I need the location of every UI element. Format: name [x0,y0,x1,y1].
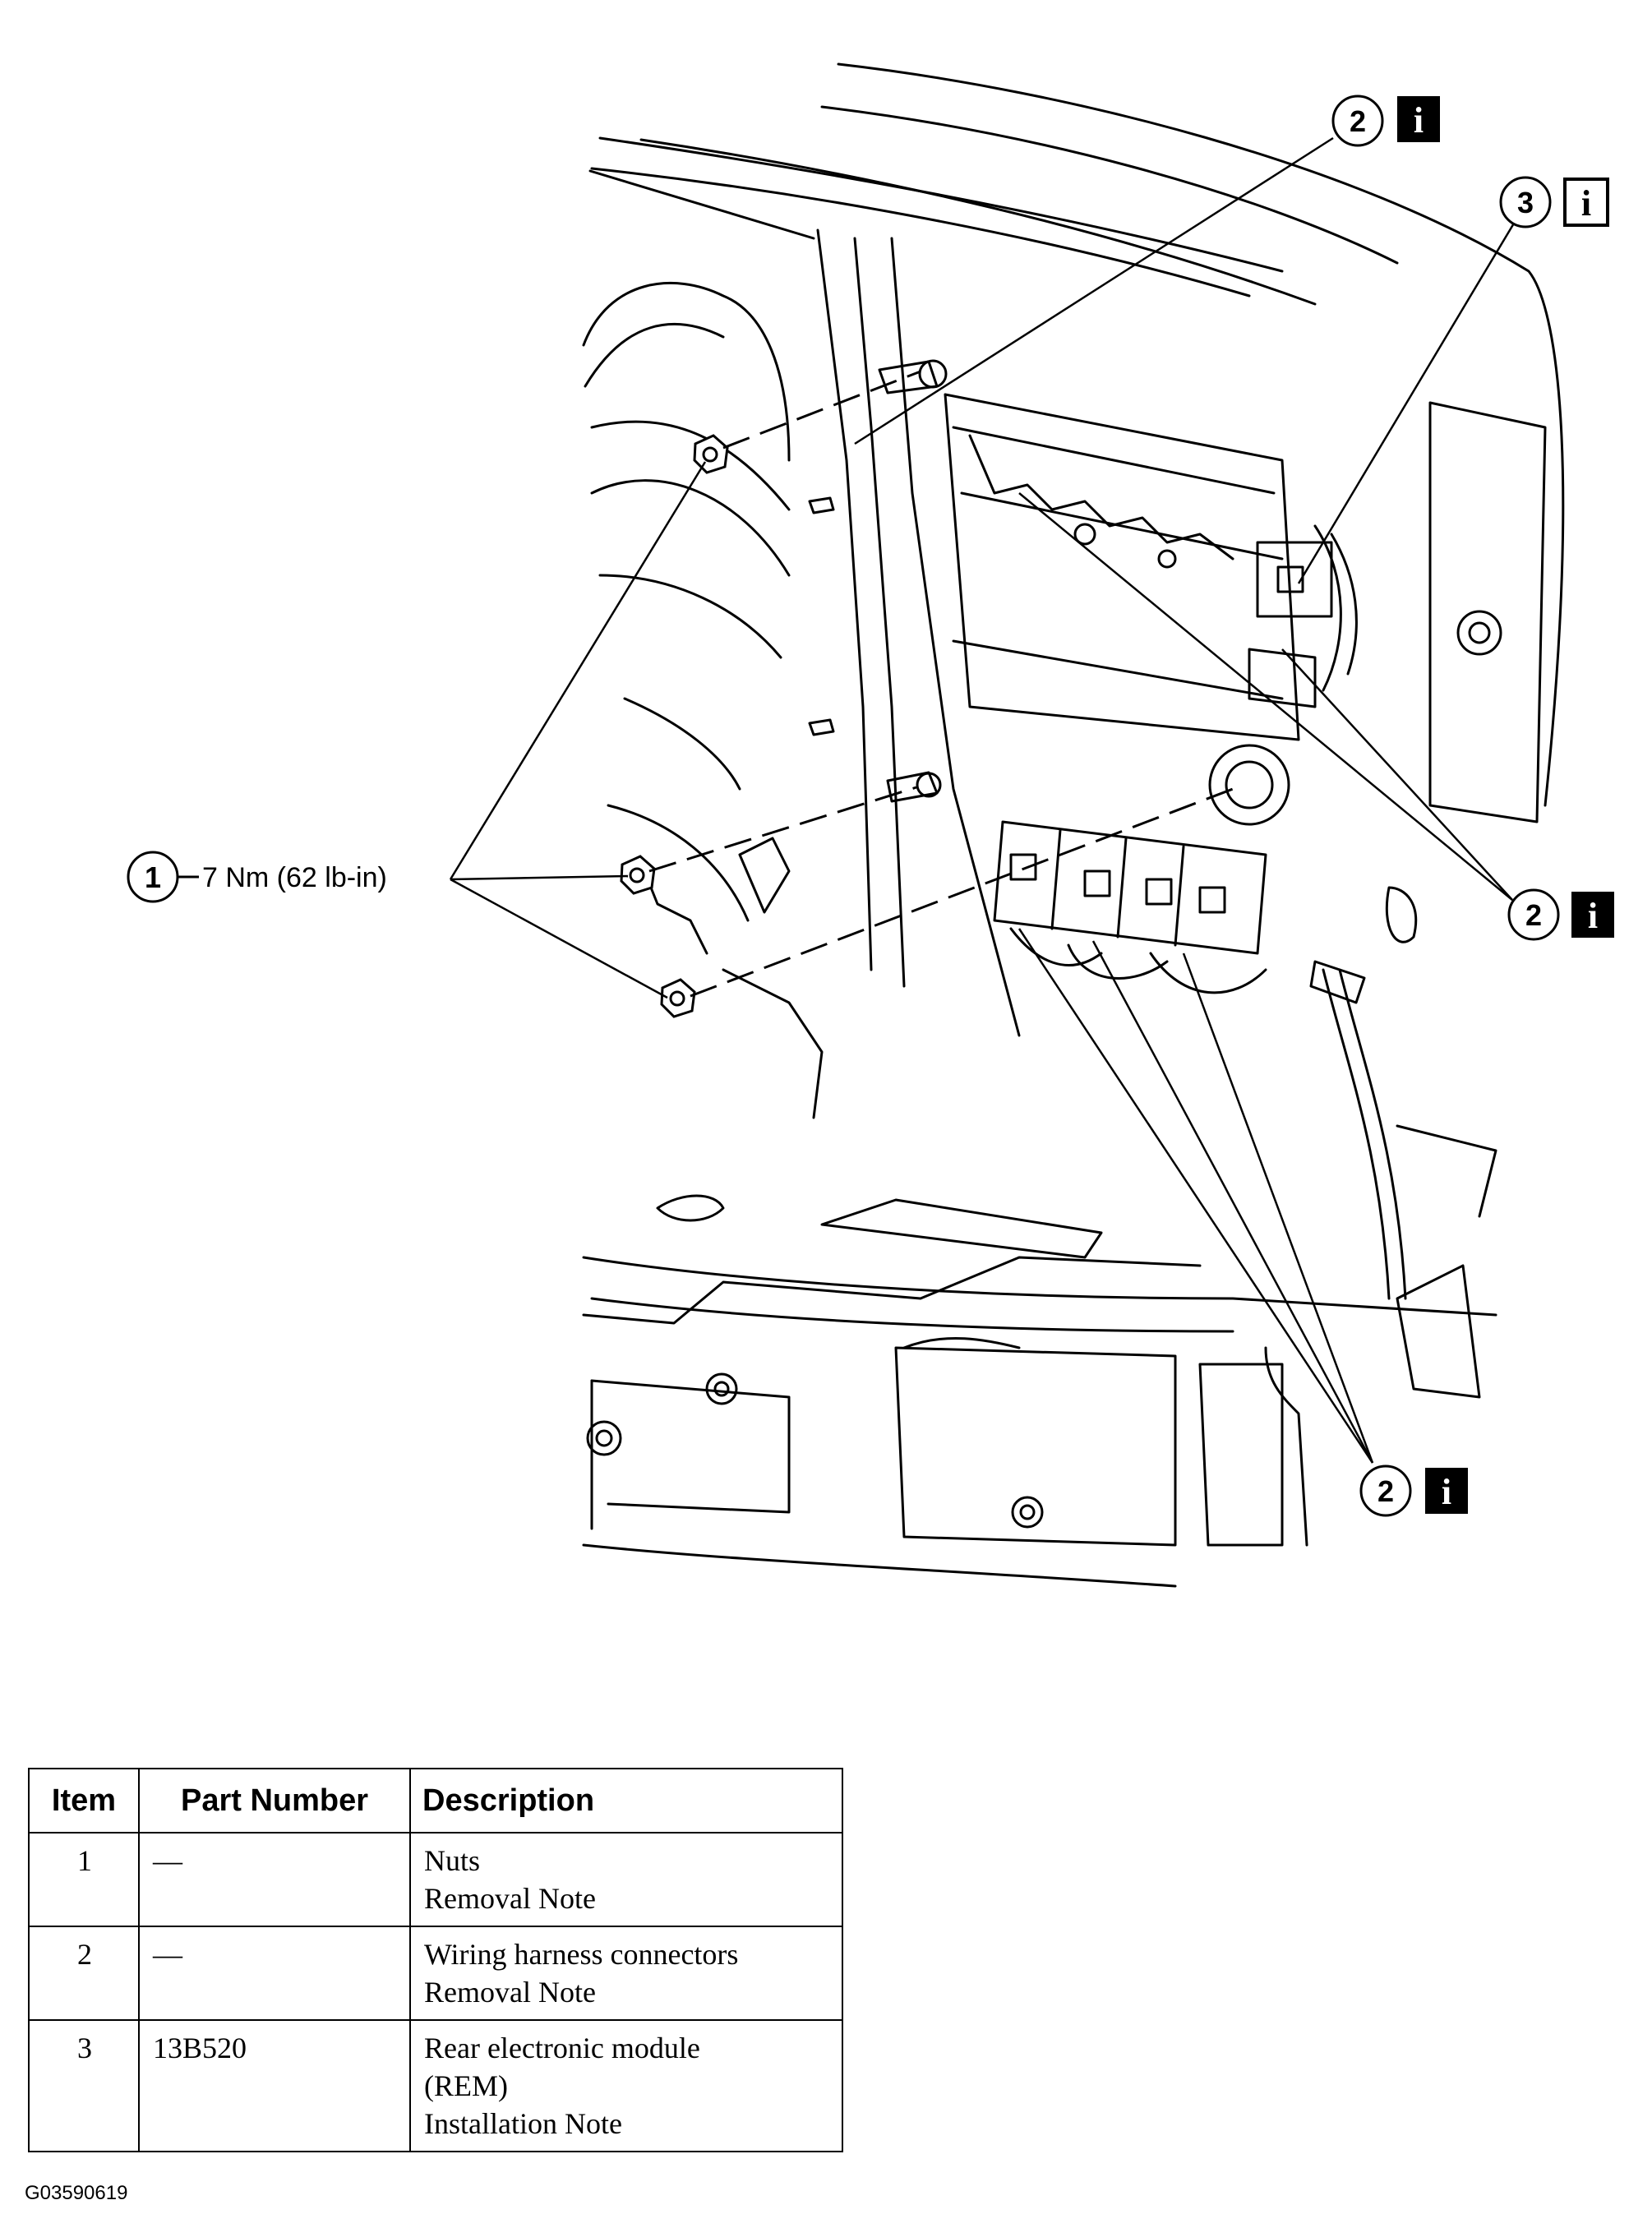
description-cell: Wiring harness connectors Removal Note [409,1926,843,2021]
callout-2-right: 2 i [1507,888,1614,941]
item-cell: 1 [28,1832,140,1927]
callout-2-number: 2 [1350,104,1366,138]
pillar [816,228,873,971]
part-number-cell: — [138,1926,411,2021]
removal-note-link: Removal Note [424,1882,596,1915]
callout-2-bottom: 2 i [1359,1464,1468,1517]
module-housing [944,393,1300,741]
item-cell: 3 [28,2019,140,2152]
svg-text:i: i [1588,896,1598,936]
callout-1-number: 1 [145,860,161,894]
nut [693,434,729,474]
removal-note-link: Removal Note [424,1976,596,2009]
part-number-cell: 13B520 [138,2019,411,2152]
callout-2-top: 2 i [1331,95,1440,147]
column-header-item: Item [28,1768,140,1833]
table-row: 1 — Nuts Removal Note [28,1832,843,1927]
callout-3: 3 i [1499,176,1609,228]
roof-line-inner [820,105,1399,265]
sill [582,1256,1497,1317]
info-icon [1397,96,1440,142]
description-cell: Nuts Removal Note [409,1832,843,1927]
upper-panel-line [590,167,1251,298]
nut [620,855,656,895]
description-line: Rear electronic module [424,2032,700,2064]
figure-code: G03590619 [25,2182,128,2204]
description-cell: Rear electronic module (REM) Installatio… [409,2019,843,2152]
torque-label: 7 Nm (62 lb-in) [202,862,387,893]
callout-2-number: 2 [1377,1474,1394,1508]
info-icon [1425,1468,1468,1514]
rear-panel [1428,401,1547,823]
callout-1: 1 7 Nm (62 lb-in) [127,851,387,903]
column-header-description: Description [409,1768,843,1833]
grommet [1208,744,1290,826]
table-row: 3 13B520 Rear electronic module (REM) In… [28,2019,843,2152]
rem-installation-diagram: 1 7 Nm (62 lb-in) 2 i 3 i 2 i 2 i [127,62,1614,1588]
description-line: (REM) [424,2069,508,2102]
svg-text:i: i [1414,100,1424,141]
info-icon [1571,892,1614,938]
svg-text:i: i [1442,1472,1451,1512]
description-line: Nuts [424,1844,481,1877]
installation-note-link: Installation Note [424,2107,622,2140]
nut [660,978,696,1018]
wheel-arch [582,282,791,462]
table-row: 2 — Wiring harness connectors Removal No… [28,1926,843,2021]
parts-table: Item Part Number Description 1 — Nuts Re… [28,1768,843,2152]
wire-harness [1322,968,1391,1300]
part-number-cell: — [138,1832,411,1927]
item-cell: 2 [28,1926,140,2021]
svg-text:i: i [1581,183,1591,224]
roof-line [837,62,1565,807]
info-icon-outline [1563,178,1609,227]
upper-panel-line [639,138,1317,306]
callout-2-number: 2 [1525,898,1542,932]
connector-block [993,820,1267,955]
description-line: Wiring harness connectors [424,1938,739,1971]
column-header-part-number: Part Number [138,1768,411,1833]
table-header-row: Item Part Number Description [28,1768,843,1833]
callout-3-number: 3 [1517,186,1534,219]
